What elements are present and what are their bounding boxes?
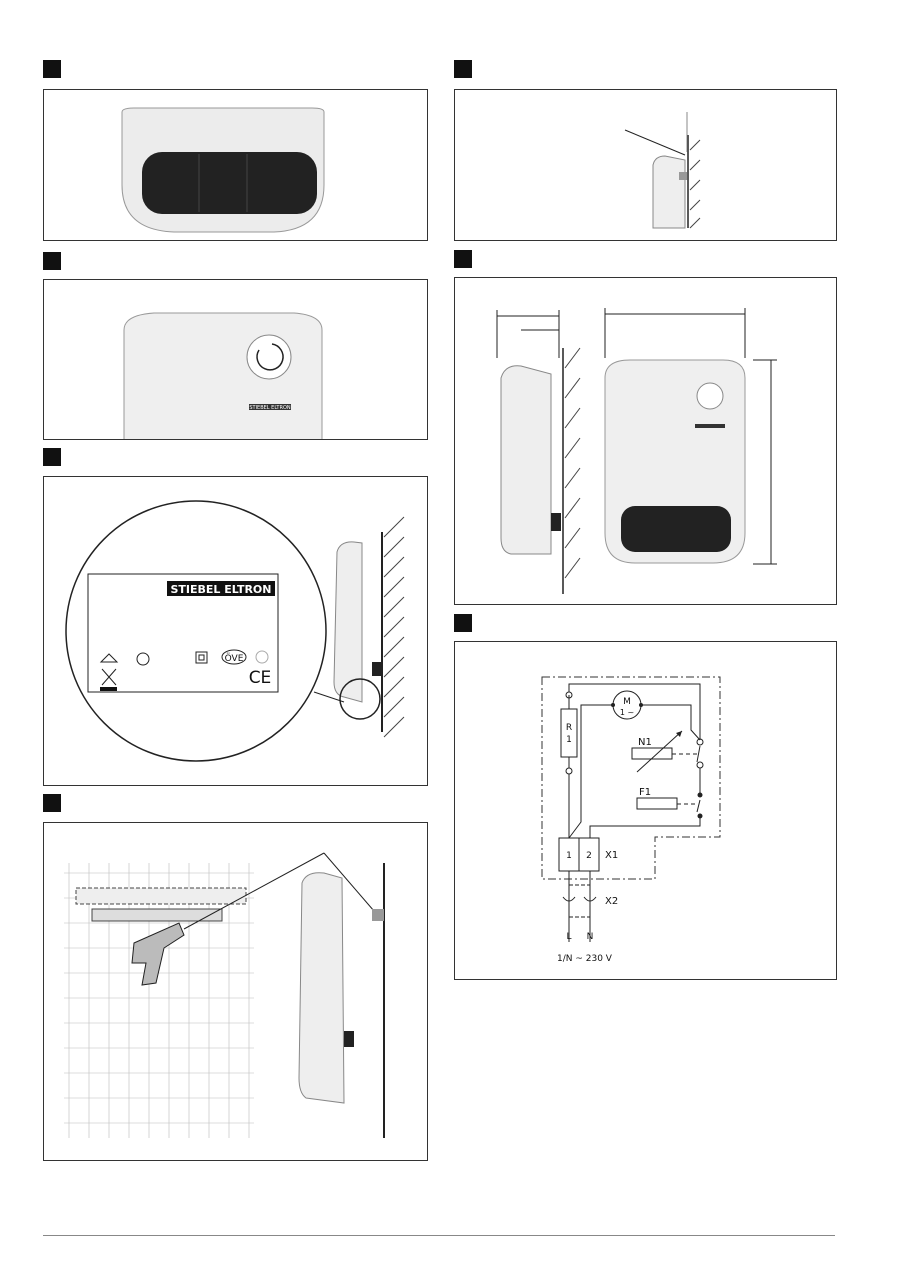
section-marker-2	[43, 252, 61, 270]
ove-mark: ÖVE	[225, 653, 244, 664]
figure-heater-knob: STIEBEL ELTRON	[43, 279, 428, 440]
section-marker-5	[454, 60, 472, 78]
section-marker-4	[43, 794, 61, 812]
footer-rule	[43, 1235, 835, 1236]
supply-label: 1/N ~ 230 V	[557, 954, 613, 964]
figure-circuit-diagram: M 1 ~ R 1 N1 F1 1 2 X1 X2 L N 1/N ~ 230 …	[454, 641, 837, 980]
figure-wall-mounting	[43, 822, 428, 1161]
section-marker-7	[454, 614, 472, 632]
section-marker-6	[454, 250, 472, 268]
figure-heater-grille	[43, 89, 428, 241]
thermostat-label: N1	[638, 737, 652, 748]
ce-mark: CE	[249, 668, 272, 688]
terminal-2-label: 2	[586, 851, 592, 861]
logo-small: STIEBEL ELTRON	[249, 405, 291, 411]
section-marker-3	[43, 448, 61, 466]
limiter-label: F1	[639, 787, 651, 798]
motor-label: M	[623, 697, 631, 707]
resistor-number: 1	[566, 735, 572, 745]
terminal-1-label: 1	[566, 851, 572, 861]
section-marker-1	[43, 60, 61, 78]
resistor-label: R	[566, 723, 572, 733]
connector-label: X2	[605, 896, 618, 907]
line-label: L	[566, 932, 571, 942]
logo-plate: STIEBEL ELTRON	[170, 583, 271, 596]
terminal-block-label: X1	[605, 850, 618, 861]
figure-dimensions	[454, 277, 837, 605]
figure-type-plate: STIEBEL ELTRON ÖVE CE	[43, 476, 428, 786]
neutral-label: N	[587, 932, 594, 942]
motor-phase-label: 1 ~	[620, 708, 634, 717]
figure-hang-detail	[454, 89, 837, 241]
